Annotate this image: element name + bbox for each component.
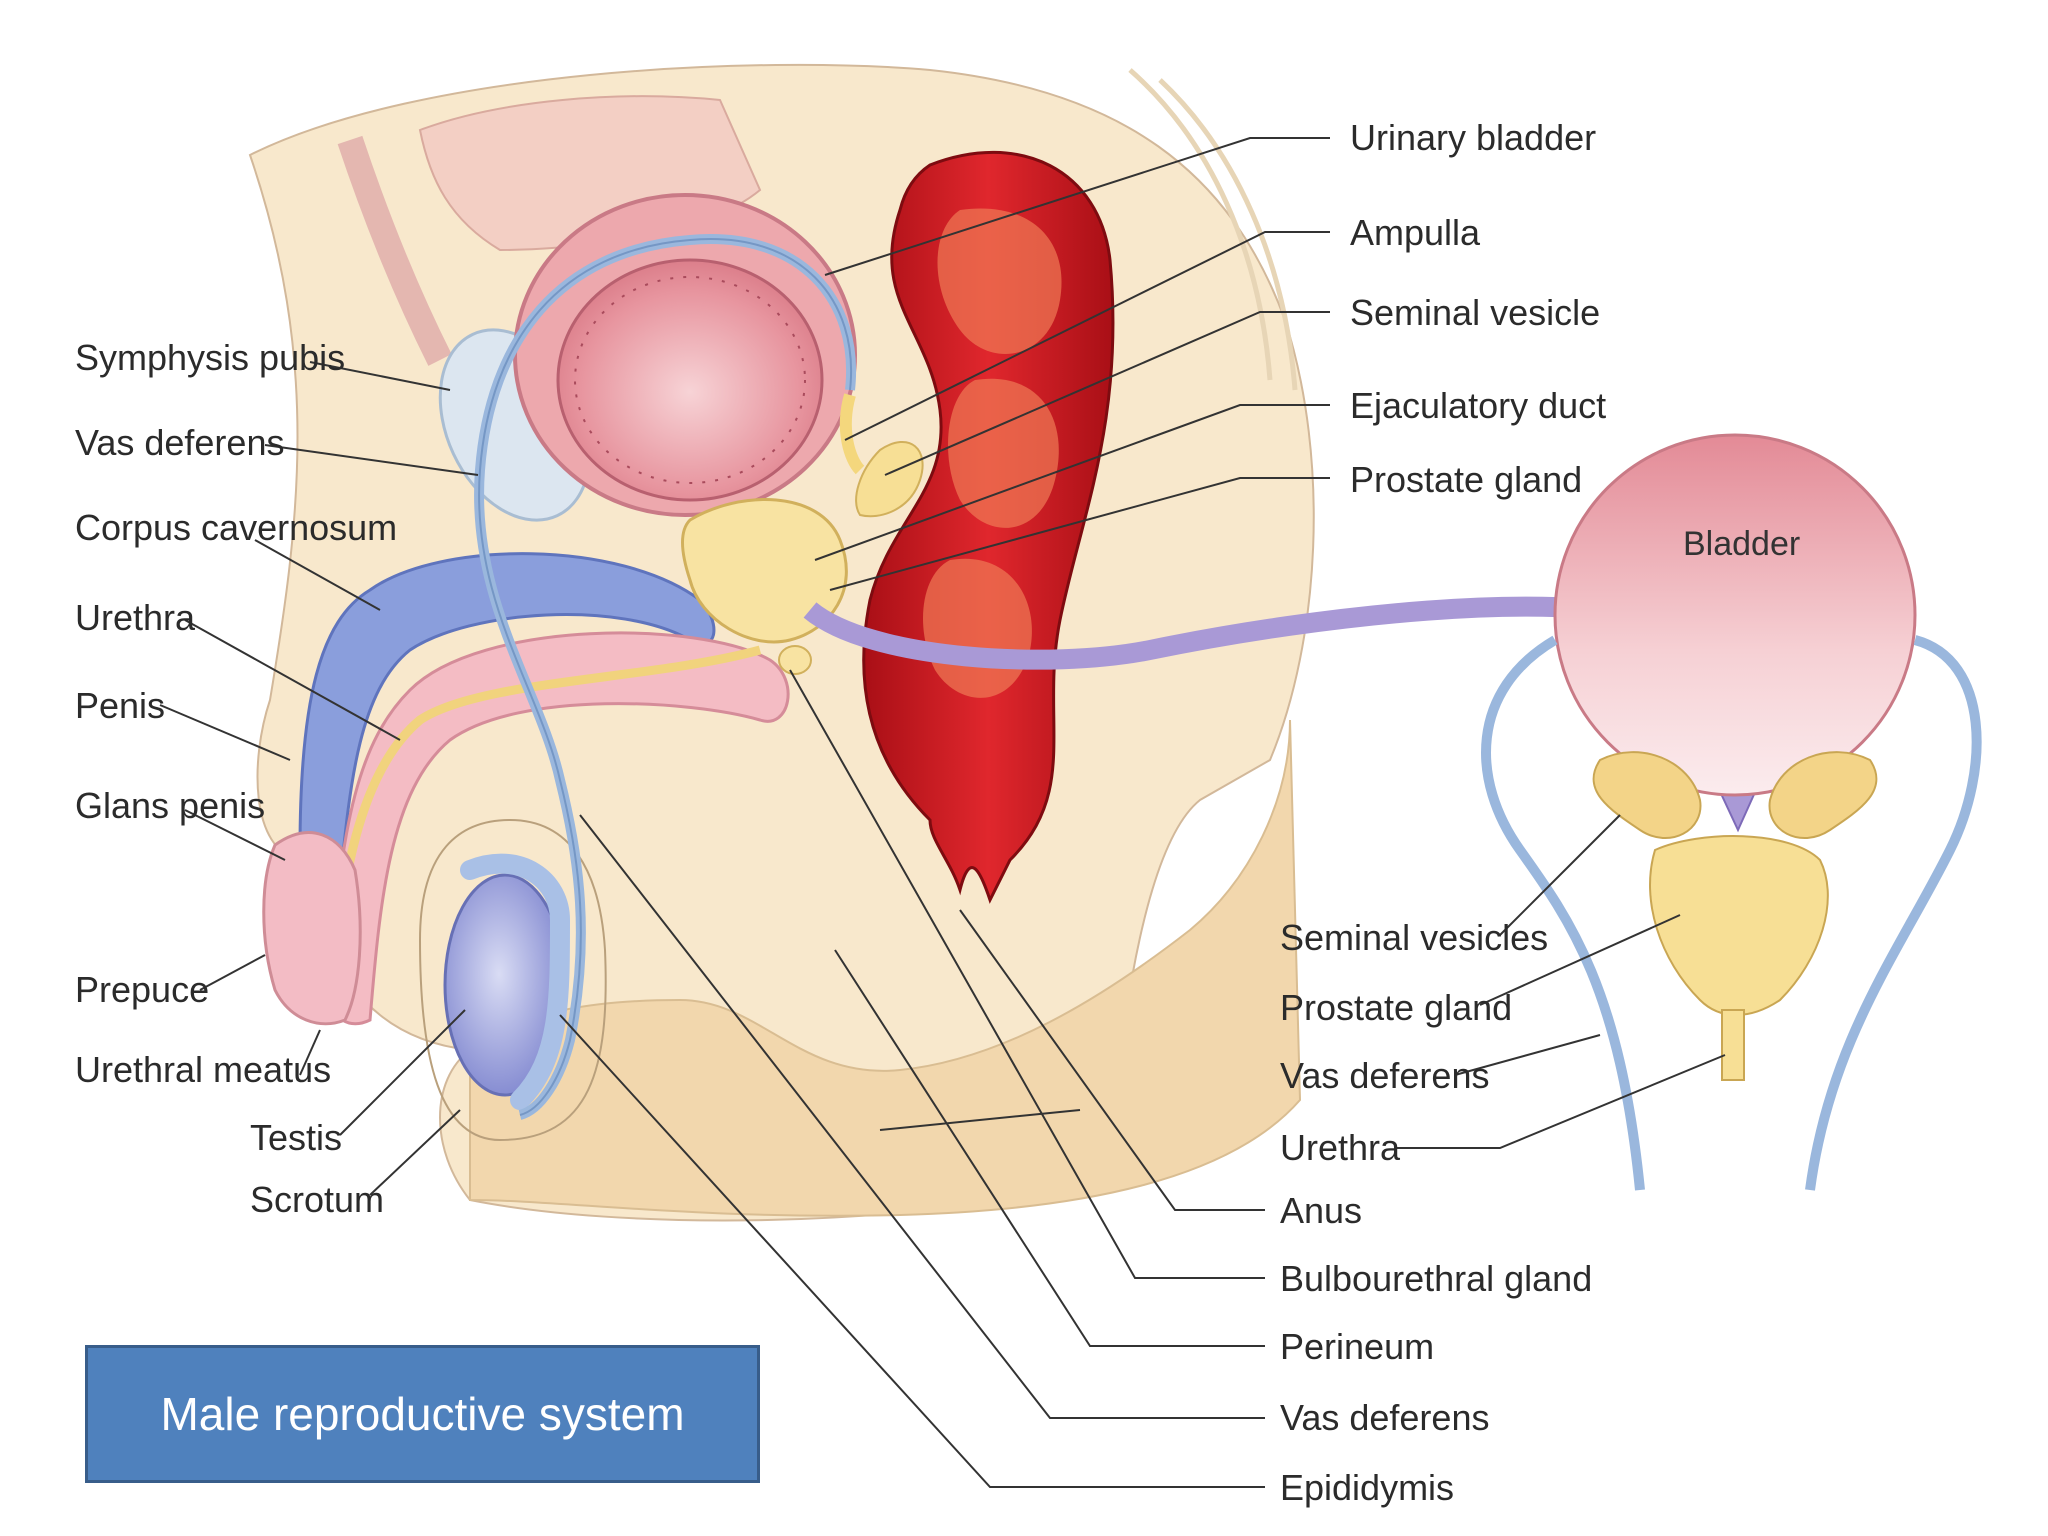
rectum — [862, 150, 1115, 904]
prostate-gland — [681, 498, 848, 644]
label-urinary-bladder: Urinary bladder — [1350, 117, 1596, 158]
seminal-vesicle — [855, 440, 924, 518]
label-ampulla: Ampulla — [1350, 212, 1481, 253]
inset-vas-right — [1805, 635, 1982, 1191]
label-epididymis: Epididymis — [1280, 1467, 1454, 1508]
label-glans-penis: Glans penis — [75, 785, 265, 826]
title-box: Male reproductive system — [85, 1345, 760, 1483]
label-perineum: Perineum — [1280, 1326, 1434, 1367]
page-title: Male reproductive system — [160, 1388, 685, 1440]
corpus-spongiosum — [328, 631, 790, 1026]
inset-vas-left — [1481, 635, 1645, 1191]
label-prostate-gland: Prostate gland — [1350, 459, 1582, 500]
label-testis: Testis — [250, 1117, 342, 1158]
inset-bladder — [1553, 433, 1917, 797]
label-seminal-vesicle: Seminal vesicle — [1350, 292, 1600, 333]
inset-prostate — [1649, 835, 1829, 1016]
label-scrotum: Scrotum — [250, 1179, 384, 1220]
label-urethral-meatus: Urethral meatus — [75, 1049, 331, 1090]
label-corpus-cavernosum: Corpus cavernosum — [75, 507, 397, 548]
label-inset-prostate-gland: Prostate gland — [1280, 987, 1512, 1028]
inset-urethra — [1721, 1009, 1745, 1081]
label-ejaculatory-duct: Ejaculatory duct — [1350, 385, 1606, 426]
label-anus: Anus — [1280, 1190, 1362, 1231]
inset-diagram — [1481, 433, 1982, 1191]
bulbourethral-gland — [778, 645, 812, 675]
ampulla — [839, 393, 865, 475]
label-prepuce: Prepuce — [75, 969, 209, 1010]
label-symphysis-pubis: Symphysis pubis — [75, 337, 345, 378]
urinary-bladder — [513, 193, 857, 517]
label-urethra-left: Urethra — [75, 597, 196, 638]
glans-penis — [262, 831, 362, 1026]
label-bulbourethral-gland: Bulbourethral gland — [1280, 1258, 1592, 1299]
label-inset-urethra: Urethra — [1280, 1127, 1401, 1168]
label-penis: Penis — [75, 685, 165, 726]
label-vas-deferens-bottom: Vas deferens — [1280, 1397, 1489, 1438]
leader-lines — [159, 137, 1726, 1488]
scrotum — [418, 818, 607, 1142]
inset-seminal-vesicle-right — [1768, 751, 1878, 840]
inset-seminal-vesicle-left — [1592, 751, 1702, 840]
label-inset-vas-deferens: Vas deferens — [1280, 1055, 1489, 1096]
epididymis — [460, 853, 571, 1110]
label-vas-deferens-left: Vas deferens — [75, 422, 284, 463]
label-inset-bladder: Bladder — [1683, 525, 1800, 563]
label-inset-seminal-vesicles: Seminal vesicles — [1280, 917, 1548, 958]
